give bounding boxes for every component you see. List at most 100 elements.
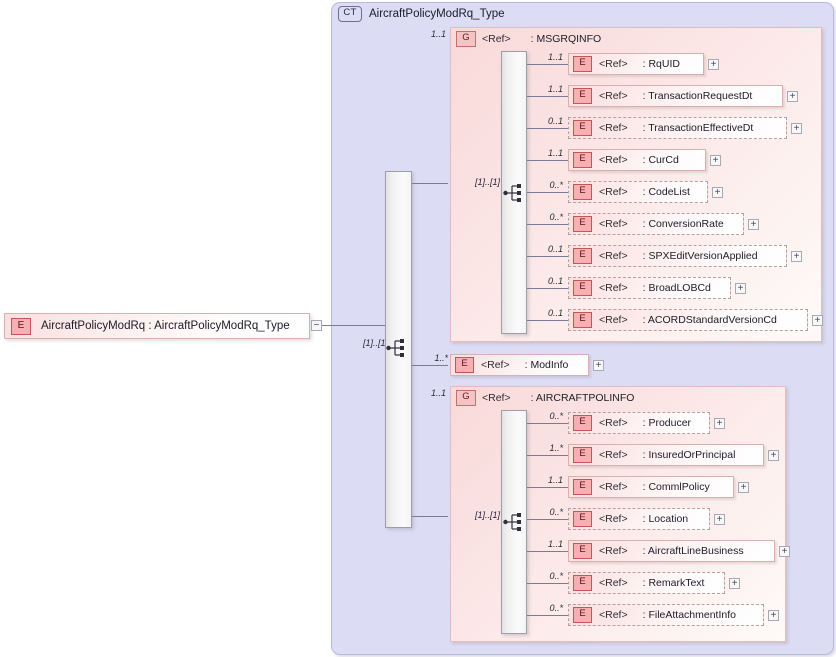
element-name: : FileAttachmentInfo (642, 609, 736, 621)
msgrqinfo-sequence-cardinality: [1]..[1] (474, 177, 500, 187)
element-ref-label: <Ref> (599, 58, 628, 70)
element-broadlobcd[interactable]: E <Ref> : BroadLOBCd (568, 277, 731, 299)
group-aircraftpolinfo-header: G <Ref> : AIRCRAFTPOLINFO (456, 389, 635, 406)
expand-toggle[interactable]: + (714, 418, 725, 429)
element-badge-icon: E (455, 357, 474, 373)
connector-aircraftpolinfo-child (527, 423, 568, 424)
msgrqinfo-sequence-icon (503, 183, 525, 203)
element-ref-label: <Ref> (599, 122, 628, 134)
element-cardinality: 0..1 (547, 276, 563, 286)
element-fileattachmentinfo[interactable]: E <Ref> : FileAttachmentInfo (568, 604, 764, 626)
element-cardinality: 1..1 (547, 475, 563, 485)
connector-msgrqinfo-child (527, 288, 568, 289)
element-modinfo[interactable]: E <Ref> : ModInfo (450, 354, 589, 376)
element-cardinality: 0..* (549, 212, 563, 222)
expand-toggle[interactable]: + (779, 546, 790, 557)
element-name: : SPXEditVersionApplied (642, 250, 758, 262)
element-ref-label: <Ref> (599, 577, 628, 589)
element-rquid[interactable]: E <Ref> : RqUID (568, 53, 704, 75)
element-name: : Producer (642, 417, 692, 429)
group-aircraftpolinfo-name: : AIRCRAFTPOLINFO (530, 391, 635, 404)
element-ref-label: <Ref> (481, 359, 510, 371)
expand-toggle[interactable]: + (791, 251, 802, 262)
expand-toggle[interactable]: + (708, 59, 719, 70)
element-name: : TransactionEffectiveDt (642, 122, 754, 134)
element-name: : AircraftLineBusiness (642, 545, 744, 557)
expand-toggle[interactable]: + (812, 315, 823, 326)
element-name: : RemarkText (642, 577, 705, 589)
element-curcd[interactable]: E <Ref> : CurCd (568, 149, 706, 171)
complex-type-header: CT AircraftPolicyModRq_Type (338, 6, 505, 22)
element-ref-label: <Ref> (599, 314, 628, 326)
element-location[interactable]: E <Ref> : Location (568, 508, 710, 530)
root-collapse-toggle[interactable]: − (311, 320, 322, 331)
element-ref-label: <Ref> (599, 417, 628, 429)
aircraftpolinfo-sequence-icon (503, 512, 525, 532)
element-commlpolicy[interactable]: E <Ref> : CommlPolicy (568, 476, 734, 498)
root-element-box[interactable]: E AircraftPolicyModRq : AircraftPolicyMo… (4, 313, 310, 339)
element-cardinality: 0..* (549, 507, 563, 517)
connector-msgrqinfo-child (527, 224, 568, 225)
element-insuredorprincipal[interactable]: E <Ref> : InsuredOrPrincipal (568, 444, 764, 466)
expand-toggle[interactable]: + (738, 482, 749, 493)
element-badge-icon: E (573, 216, 592, 232)
element-badge-icon: E (573, 415, 592, 431)
expand-toggle[interactable]: + (712, 187, 723, 198)
element-remarktext[interactable]: E <Ref> : RemarkText (568, 572, 725, 594)
group-ref-label: <Ref> (482, 32, 511, 45)
connector-aircraftpolinfo-child (527, 487, 568, 488)
connector-aircraftpolinfo-child (527, 551, 568, 552)
group-badge-icon: G (456, 389, 476, 406)
element-badge-icon: E (573, 56, 592, 72)
element-cardinality: 0..* (549, 603, 563, 613)
element-badge-icon: E (11, 317, 31, 335)
expand-toggle[interactable]: + (714, 514, 725, 525)
expand-toggle[interactable]: + (710, 155, 721, 166)
element-transactioneffectivedt[interactable]: E <Ref> : TransactionEffectiveDt (568, 117, 787, 139)
element-ref-label: <Ref> (599, 282, 628, 294)
element-spxeditversionapplied[interactable]: E <Ref> : SPXEditVersionApplied (568, 245, 787, 267)
element-badge-icon: E (573, 152, 592, 168)
element-badge-icon: E (573, 607, 592, 623)
element-aircraftlinebusiness[interactable]: E <Ref> : AircraftLineBusiness (568, 540, 775, 562)
group-msgrqinfo-name: : MSGRQINFO (530, 32, 602, 45)
element-cardinality: 0..1 (547, 308, 563, 318)
connector-root-to-msgrqinfo (412, 183, 448, 184)
element-conversionrate[interactable]: E <Ref> : ConversionRate (568, 213, 744, 235)
element-producer[interactable]: E <Ref> : Producer (568, 412, 710, 434)
complex-type-title: AircraftPolicyModRq_Type (369, 8, 505, 20)
connector-root-to-aircraftpolinfo (412, 516, 448, 517)
connector-msgrqinfo-child (527, 128, 568, 129)
element-name: : RqUID (642, 58, 680, 70)
expand-toggle[interactable]: + (735, 283, 746, 294)
element-ref-label: <Ref> (599, 513, 628, 525)
expand-toggle[interactable]: + (748, 219, 759, 230)
expand-toggle[interactable]: + (787, 91, 798, 102)
element-acordstandardversioncd[interactable]: E <Ref> : ACORDStandardVersionCd (568, 309, 808, 331)
element-transactionrequestdt[interactable]: E <Ref> : TransactionRequestDt (568, 85, 783, 107)
element-ref-label: <Ref> (599, 609, 628, 621)
element-ref-label: <Ref> (599, 250, 628, 262)
group-aircraftpolinfo-cardinality: 1..1 (430, 388, 446, 398)
connector-msgrqinfo-child (527, 256, 568, 257)
element-name: : ACORDStandardVersionCd (642, 314, 777, 326)
expand-toggle[interactable]: + (593, 360, 604, 371)
element-ref-label: <Ref> (599, 186, 628, 198)
group-msgrqinfo-cardinality: 1..1 (430, 29, 446, 39)
element-badge-icon: E (573, 312, 592, 328)
element-ref-label: <Ref> (599, 449, 628, 461)
element-badge-icon: E (573, 575, 592, 591)
connector-msgrqinfo-child (527, 96, 568, 97)
element-cardinality: 0..* (549, 411, 563, 421)
element-cardinality: 1..1 (547, 148, 563, 158)
connector-msgrqinfo-child (527, 320, 568, 321)
element-name: : Location (642, 513, 689, 525)
element-cardinality: 0..* (549, 571, 563, 581)
element-badge-icon: E (573, 184, 592, 200)
element-codelist[interactable]: E <Ref> : CodeList (568, 181, 708, 203)
expand-toggle[interactable]: + (768, 610, 779, 621)
expand-toggle[interactable]: + (768, 450, 779, 461)
expand-toggle[interactable]: + (729, 578, 740, 589)
expand-toggle[interactable]: + (791, 123, 802, 134)
